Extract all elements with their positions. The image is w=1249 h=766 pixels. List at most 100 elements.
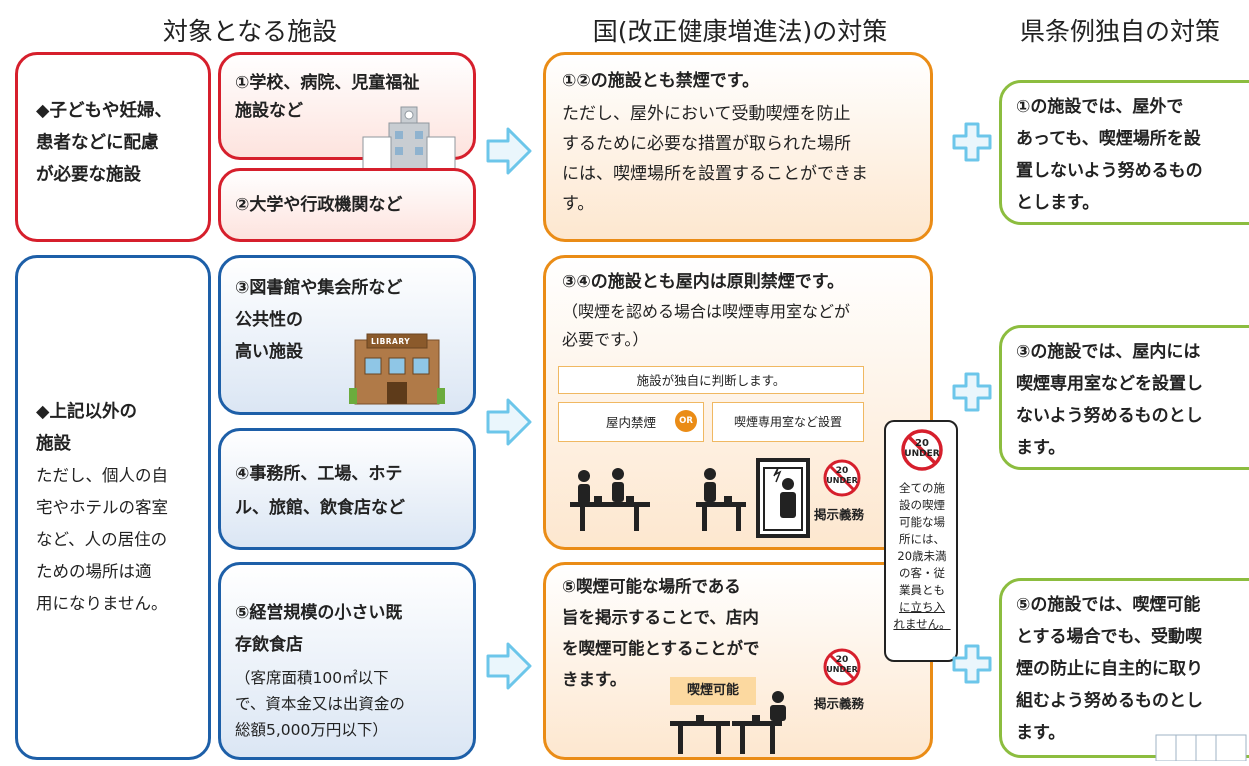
prefecture-1-body: ①の施設では、屋外で あっても、喫煙場所を設 置しないよう努めるもの とします。 (1016, 91, 1203, 219)
under-20-word: UNDER (826, 665, 858, 674)
under-20-number: 20 (835, 655, 849, 665)
judge-label: 施設が独自に判断します。 (558, 366, 864, 394)
facility-1-box: ①学校、病院、児童福祉 施設など (218, 52, 476, 179)
under-20-icon (823, 648, 861, 686)
prefecture-line: ③の施設では、屋内には (1016, 342, 1201, 362)
under-20-word: UNDER (826, 476, 858, 485)
prefecture-line: 煙の防止に自主的に取り (1016, 659, 1203, 679)
plus-icon (952, 122, 992, 162)
under-20-note-line: の客・従 (899, 566, 945, 580)
prefecture-line: ます。 (1016, 438, 1066, 458)
facility-4-box: ④事務所、工場、ホテ ル、旅館、飲食店など (218, 428, 476, 550)
facility-line: ①学校、病院、児童福祉 (235, 73, 420, 93)
facility-1-label: ①学校、病院、児童福祉 施設など (235, 69, 419, 125)
prefecture-line: とする場合でも、受動喫 (1016, 627, 1202, 647)
facility-line: 公共性の (235, 310, 303, 330)
under-20-number: 20 (915, 438, 929, 449)
facility-line: ル、旅館、飲食店など (235, 498, 405, 518)
under-20-note-line: 設の喫煙 (899, 498, 945, 512)
under-20-note-line: に立ち入 (899, 600, 945, 614)
prefecture-line: ないよう努めるものとし (1016, 406, 1203, 426)
group2-title-line: ◆上記以外の (36, 402, 137, 422)
facility-note-line: 総額5,000万円以下） (235, 721, 388, 739)
arrow-right-icon (486, 398, 532, 446)
facility-3-label: ③図書館や集会所など 公共性の 高い施設 (235, 272, 402, 368)
facility-line: ⑤経営規模の小さい既 (235, 603, 403, 623)
under-20-note-line: 業員とも (899, 583, 945, 597)
national-body-line: きます。 (562, 670, 627, 689)
facility-4-label: ④事務所、工場、ホテ ル、旅館、飲食店など (235, 457, 405, 525)
under-20-note-card: 20 UNDER 全ての施 設の喫煙 可能な場 所には、 20歳未満 の客・従 … (884, 420, 958, 662)
under-20-note-line: 全ての施 (899, 481, 945, 495)
prefecture-line: 置しないよう努めるもの (1016, 161, 1203, 181)
prefecture-1-box: ①の施設では、屋外で あっても、喫煙場所を設 置しないよう努めるもの とします。 (999, 80, 1249, 225)
header-target: 対象となる施設 (162, 17, 338, 46)
group2-note-line: 用になりません。 (36, 594, 168, 613)
national-2-body: （喫煙を認める場合は喫煙専用室などが 必要です。） (562, 298, 850, 354)
prefecture-line: 組むよう努めるものとし (1016, 691, 1203, 711)
prefecture-2-body: ③の施設では、屋内には 喫煙専用室などを設置し ないよう努めるものとし ます。 (1016, 336, 1203, 464)
group1-line: ◆子どもや妊婦、 (36, 101, 172, 121)
national-1-title: ①②の施設とも禁煙です。 (562, 71, 760, 91)
group1-box: ◆子どもや妊婦、 患者などに配慮 が必要な施設 (15, 52, 211, 242)
library-sign: LIBRARY (371, 337, 411, 346)
under-20-note: 全ての施 設の喫煙 可能な場 所には、 20歳未満 の客・従 業員とも に立ち入… (890, 480, 954, 633)
group2-note: ただし、個人の自 宅やホテルの客室 など、人の居住の ための場所は適 用になりま… (36, 460, 168, 620)
arrow-right-icon (486, 642, 532, 690)
prefecture-line: とします。 (1016, 193, 1100, 213)
national-1-body: ただし、屋外において受動喫煙を防止 するために必要な措置が取られた場所 には、喫… (562, 99, 868, 219)
group2-box: ◆上記以外の 施設 ただし、個人の自 宅やホテルの客室 など、人の居住の ための… (15, 255, 211, 760)
or-badge: OR (675, 410, 697, 432)
group2-title-line: 施設 (36, 434, 71, 454)
notice-required-label: 掲示義務 (814, 507, 865, 522)
under-20-number: 20 (835, 466, 849, 476)
under-20-text: 20 UNDER (900, 438, 944, 460)
smoking-cafe-illustration (670, 691, 786, 754)
prefecture-line: ①の施設では、屋外で (1016, 97, 1184, 117)
national-2-title: ③④の施設とも屋内は原則禁煙です。 (562, 272, 845, 292)
prefecture-3-body: ⑤の施設では、喫煙可能 とする場合でも、受動喫 煙の防止に自主的に取り 組むよう… (1016, 589, 1203, 749)
header-national: 国(改正健康増進法)の対策 (592, 17, 888, 46)
under-20-text: 20 UNDER (822, 466, 862, 486)
facility-5-label: ⑤経営規模の小さい既 存飲食店 (235, 597, 402, 661)
prefecture-2-box: ③の施設では、屋内には 喫煙専用室などを設置し ないよう努めるものとし ます。 (999, 325, 1249, 470)
under-20-note-line: 20歳未満 (897, 549, 947, 563)
under-20-text: 20 UNDER (822, 655, 862, 675)
facility-line: 高い施設 (235, 342, 303, 362)
group1-line: 患者などに配慮 (36, 133, 159, 153)
national-body-line: には、喫煙場所を設置することができま (562, 164, 868, 184)
national-body-line: するために必要な措置が取られた場所 (562, 134, 851, 154)
prefecture-line: あっても、喫煙場所を設 (1016, 129, 1201, 149)
prefecture-line: ⑤の施設では、喫煙可能 (1016, 595, 1201, 615)
national-body-line: 必要です。） (562, 330, 649, 349)
facility-note-line: で、資本金又は出資金の (235, 695, 405, 713)
facility-3-box: ③図書館や集会所など 公共性の 高い施設 LIBRARY (218, 255, 476, 415)
facility-line: 存飲食店 (235, 635, 303, 655)
facility-2-box: ②大学や行政機関など (218, 168, 476, 242)
facility-5-box: ⑤経営規模の小さい既 存飲食店 （客席面積100㎡以下 で、資本金又は出資金の … (218, 562, 476, 760)
under-20-word: UNDER (904, 449, 940, 459)
facility-line: 施設など (235, 101, 303, 121)
library-illustration (349, 333, 445, 405)
group2-note-line: ための場所は適 (36, 562, 152, 581)
prefecture-line: ます。 (1016, 723, 1066, 743)
under-20-icon (901, 429, 943, 471)
facility-line: ④事務所、工場、ホテ (235, 464, 403, 484)
under-20-note-line: 可能な場 (899, 515, 945, 529)
under-20-note-line: れません。 (893, 617, 951, 631)
national-3-body: ⑤喫煙可能な場所である 旨を掲示することで、店内 を喫煙可能とすることがで きま… (562, 571, 760, 695)
facility-5-note: （客席面積100㎡以下 で、資本金又は出資金の 総額5,000万円以下） (235, 665, 405, 743)
group2-note-line: など、人の居住の (36, 530, 168, 549)
national-body-line: ⑤喫煙可能な場所である (562, 577, 741, 596)
national-body-line: す。 (562, 194, 595, 214)
plus-icon (952, 644, 992, 684)
notice-required-label: 掲示義務 (814, 696, 865, 711)
group1-label: ◆子どもや妊婦、 患者などに配慮 が必要な施設 (36, 95, 172, 191)
smoking-ok-sign: 喫煙可能 (670, 677, 756, 705)
group1-line: が必要な施設 (36, 165, 141, 185)
facility-note-line: （客席面積100㎡以下 (235, 669, 389, 687)
header-prefecture: 県条例独自の対策 (1019, 17, 1220, 46)
national-2-box: ③④の施設とも屋内は原則禁煙です。 （喫煙を認める場合は喫煙専用室などが 必要で… (543, 255, 933, 550)
national-body-line: を喫煙可能とすることがで (562, 639, 760, 658)
national-1-box: ①②の施設とも禁煙です。 ただし、屋外において受動喫煙を防止 するために必要な措… (543, 52, 933, 242)
